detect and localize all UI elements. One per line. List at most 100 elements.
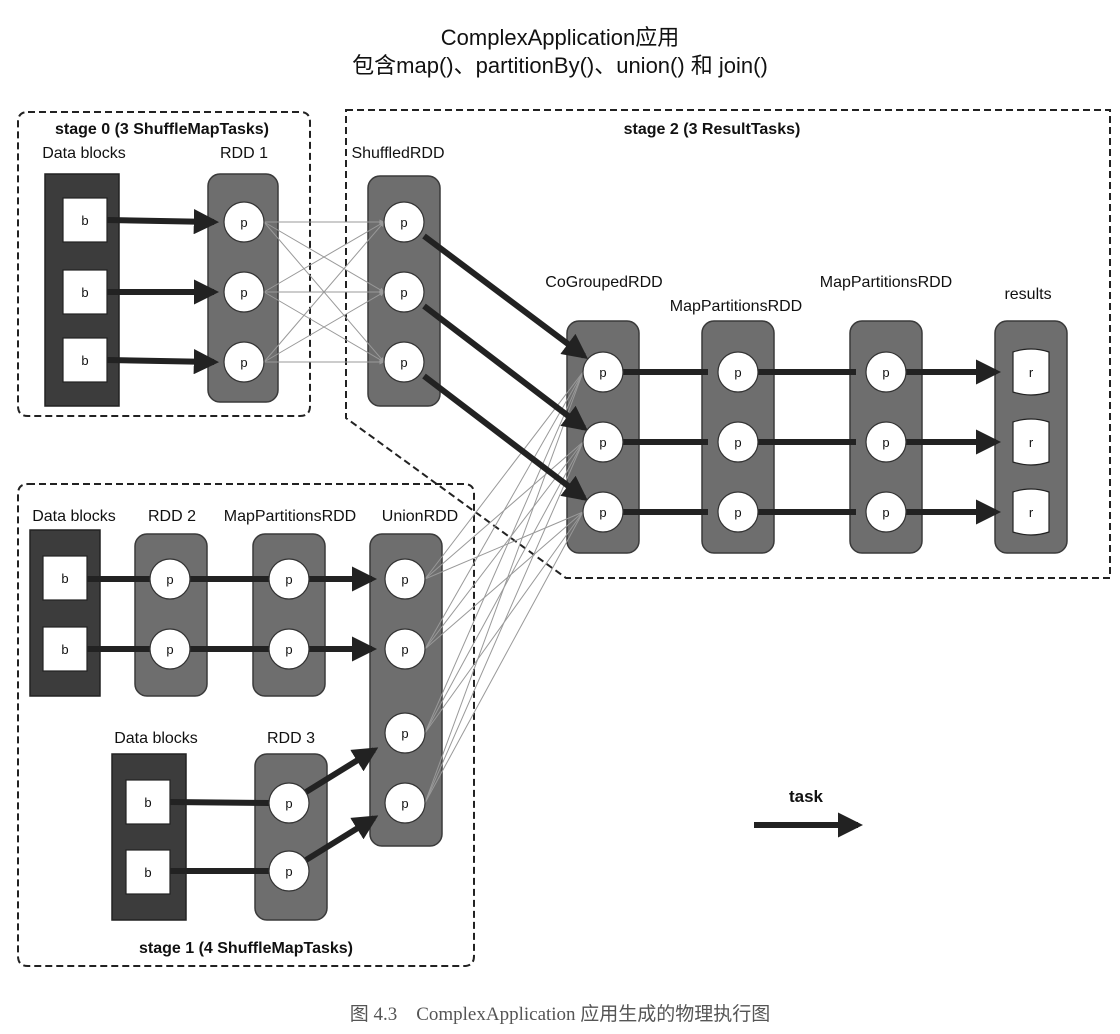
map-partitions-rdd-a-label: MapPartitionsRDD [670,298,802,315]
results-label: results [1004,286,1051,303]
result-node [1012,488,1050,536]
stage-0-boundary [17,111,311,417]
data-blocks-2 [111,753,187,921]
shuffle-dependency-line [424,511,584,650]
cogrouped-rdd-partitions: p p p [582,351,624,533]
partition-label: p [240,285,247,300]
rdd2-partitions: p p [149,558,191,670]
stage-2-label: stage 2 (3 ResultTasks) [624,121,801,138]
partition-label: p [400,285,407,300]
result-label: r [1029,365,1034,380]
data-block-label: b [144,795,151,810]
data-block-label: b [61,642,68,657]
stage-1-boundary [17,483,475,967]
partition-node [383,341,425,383]
data-blocks-2-label: Data blocks [114,730,198,747]
map-partitions-rdd-b-label: MapPartitionsRDD [820,274,952,291]
partition-label: p [401,642,408,657]
figure-caption: 图 4.3 ComplexApplication 应用生成的物理执行图 [350,1003,771,1025]
data-blocks-0-label: Data blocks [42,145,126,162]
task-arrow [106,209,220,235]
partition-node [268,782,310,824]
partition-label: p [400,355,407,370]
union-rdd-label: UnionRDD [382,508,458,525]
task-arrow [422,233,589,360]
shuffle-dependency-line [263,291,385,363]
data-block [42,555,88,601]
partition-label: p [285,642,292,657]
result-nodes: r r r [1012,348,1050,536]
partition-node [383,271,425,313]
stage-1-label: stage 1 (4 ShuffleMapTasks) [139,940,353,957]
partition-label: p [285,796,292,811]
partition-node [865,421,907,463]
rdd3-partitions: p p [268,782,310,892]
partition-label: p [240,355,247,370]
partition-label: p [734,435,741,450]
task-arrow [422,303,589,432]
partition-label: p [599,365,606,380]
partition-node [268,558,310,600]
partition-label: p [734,505,741,520]
shuffled-rdd-label: ShuffledRDD [351,145,444,162]
data-block [62,337,108,383]
partition-label: p [882,365,889,380]
partition-node [384,712,426,754]
partition-node [383,201,425,243]
map-partitions-rdd-c-container [252,533,326,697]
partition-label: p [734,365,741,380]
partition-label: p [882,435,889,450]
rdd3-label: RDD 3 [267,730,315,747]
data-block [62,197,108,243]
data-block-label: b [81,353,88,368]
partition-node [149,558,191,600]
task-arrow [304,747,379,795]
partition-node [223,271,265,313]
partition-label: p [285,572,292,587]
partition-label: p [599,435,606,450]
partition-node [223,201,265,243]
data-block-label: b [81,285,88,300]
partition-label: p [882,505,889,520]
task-arrow [106,349,220,375]
partition-node [268,850,310,892]
data-block [42,626,88,672]
rdd3-container [254,753,328,921]
union-rdd-container [369,533,443,847]
task-arrow [169,799,270,806]
partition-label: p [400,215,407,230]
task-pipeline-arrows [87,209,1002,874]
partition-node [268,628,310,670]
result-label: r [1029,435,1034,450]
shuffle-dependency-line [424,441,584,804]
partition-label: p [240,215,247,230]
stage-0-label: stage 0 (3 ShuffleMapTasks) [55,121,269,138]
diagram-title: ComplexApplication应用 [441,25,679,50]
map-partitions-rdd-b-partitions: p p p [865,351,907,533]
result-node [1012,348,1050,396]
partition-label: p [285,864,292,879]
data-block-label: b [61,571,68,586]
result-label: r [1029,505,1034,520]
map-partitions-rdd-c-label: MapPartitionsRDD [224,508,356,525]
partition-node [717,421,759,463]
partition-label: p [401,796,408,811]
shuffle-dependency-line [263,221,385,363]
partition-node [717,491,759,533]
partition-node [865,491,907,533]
cogrouped-rdd-label: CoGroupedRDD [545,274,662,291]
shuffle-dependency-line [424,371,584,734]
legend-task-label: task [789,787,824,806]
partition-node [384,782,426,824]
partition-node [384,558,426,600]
result-node [1012,418,1050,466]
partition-node [149,628,191,670]
data-block-label: b [144,865,151,880]
partition-node [582,421,624,463]
task-arrow [304,815,379,863]
data-block [125,779,171,825]
partition-label: p [166,572,173,587]
partition-node [582,491,624,533]
shuffled-rdd-partitions: p p p [383,201,425,383]
